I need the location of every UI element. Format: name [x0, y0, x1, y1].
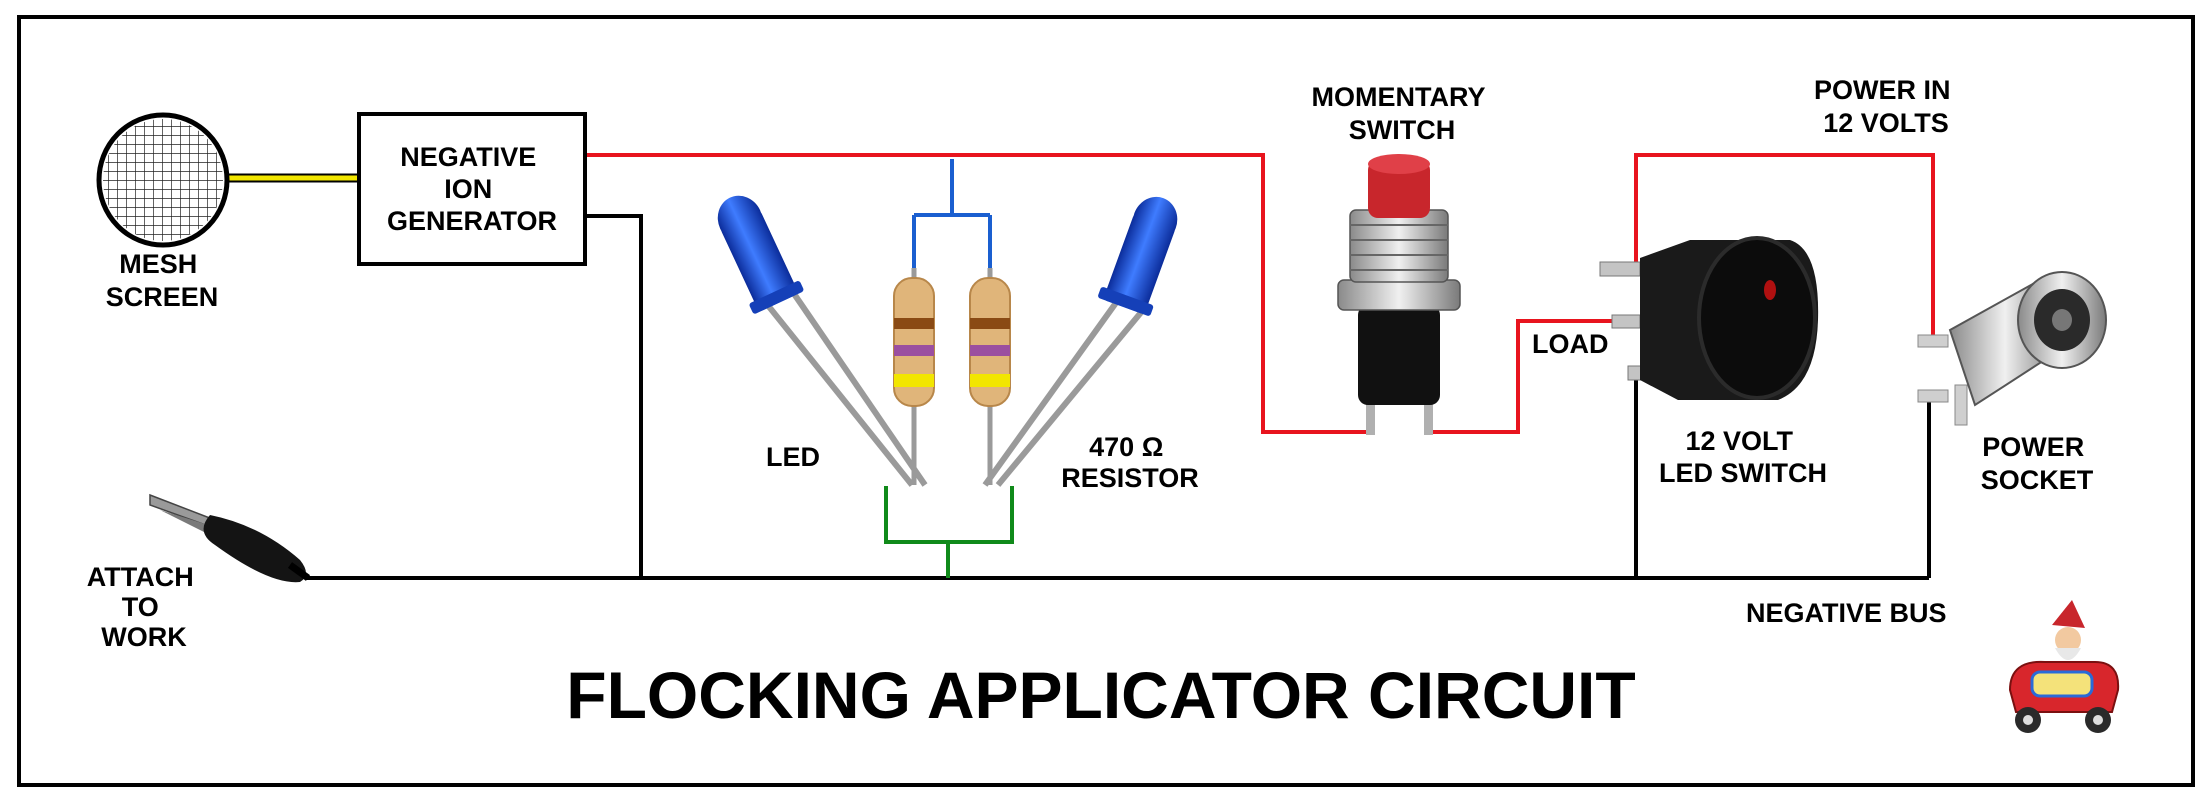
power-in-wire — [1634, 153, 1935, 345]
led-switch-label: 12 VOLT LED SWITCH — [1659, 426, 1827, 488]
negative-bus-label: NEGATIVE BUS — [1746, 598, 1947, 628]
ion-generator-box — [357, 112, 587, 266]
mesh-screen-label: MESH SCREEN — [106, 249, 219, 312]
load-label: LOAD — [1532, 329, 1609, 359]
rocker-switch-icon — [1599, 236, 1819, 400]
power-socket-label: POWER SOCKET — [1981, 432, 2094, 495]
power-socket-icon — [1917, 271, 2107, 426]
momentary-switch-label: MOMENTARY SWITCH — [1311, 82, 1492, 145]
momentary-switch-icon — [1337, 154, 1461, 435]
diagram-title: FLOCKING APPLICATOR CIRCUIT — [566, 658, 1635, 732]
attach-label: ATTACH TO WORK — [87, 562, 202, 652]
power-in-label: POWER IN 12 VOLTS — [1814, 75, 1958, 138]
resistor-left-icon — [893, 268, 935, 485]
load-wire — [1430, 319, 1625, 434]
generator-ground-wire — [586, 214, 643, 578]
led-bottom-link-wire — [884, 486, 1014, 578]
led-label: LED — [766, 442, 820, 472]
generator-positive-wire — [586, 153, 1368, 434]
resistor-top-link-wire — [912, 159, 992, 268]
gnome-car-icon — [2008, 600, 2120, 733]
ion-generator-label: NEGATIVE ION GENERATOR — [387, 142, 557, 236]
mesh-screen-icon — [96, 112, 230, 248]
alligator-clip-icon — [149, 493, 311, 583]
diagram-frame — [17, 15, 2195, 787]
resistor-right-icon — [969, 268, 1011, 485]
wires — [205, 153, 1935, 580]
led-right-icon — [982, 196, 1178, 487]
resistor-label: 470 Ω RESISTOR — [1061, 432, 1199, 493]
led-left-icon — [717, 195, 928, 487]
